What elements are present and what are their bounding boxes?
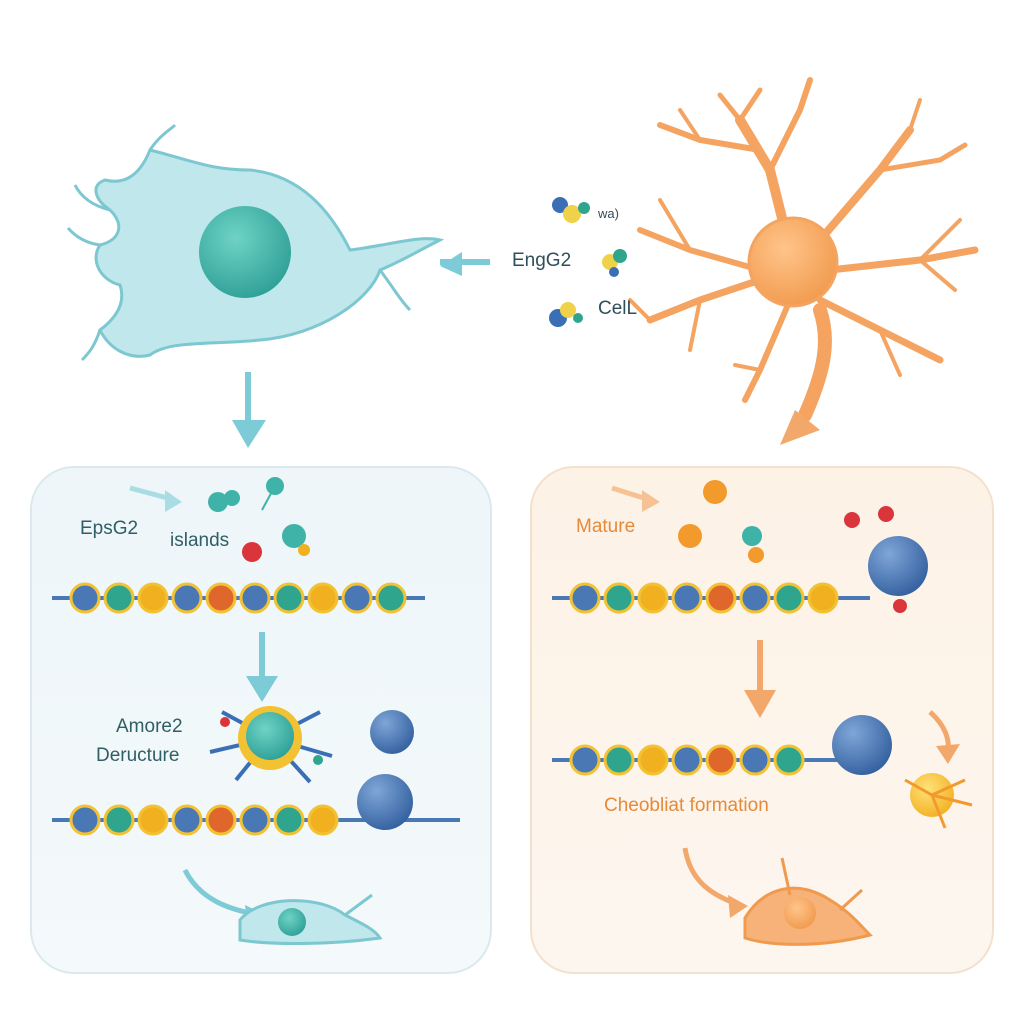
neuron-soma bbox=[747, 216, 839, 308]
right-small-molecules bbox=[678, 480, 907, 613]
left-result-cell bbox=[238, 893, 383, 946]
chromatin-strand-right-bottom bbox=[552, 744, 845, 776]
left-small-molecules bbox=[208, 477, 310, 562]
nucleosome-bead bbox=[205, 804, 237, 836]
chromatin-strand-right-top bbox=[552, 582, 870, 614]
label-deructure: Deructure bbox=[96, 745, 180, 766]
right-protein-bound bbox=[832, 715, 892, 775]
label-epsg2: EpsG2 bbox=[80, 518, 139, 539]
right-result-cell bbox=[743, 857, 873, 946]
stem-cell bbox=[66, 123, 445, 362]
nucleosome-bead bbox=[739, 744, 771, 776]
nucleosome-bead bbox=[705, 582, 737, 614]
neuron bbox=[628, 77, 979, 422]
nucleosome-bead bbox=[239, 804, 271, 836]
nucleosome-bead bbox=[103, 582, 135, 614]
left-protein-bound bbox=[357, 774, 413, 830]
nucleosome-bead bbox=[569, 582, 601, 614]
signal-molecules bbox=[549, 197, 627, 327]
label-islands: islands bbox=[170, 530, 230, 551]
top-arrow-head bbox=[440, 252, 462, 276]
nucleosome-bead bbox=[273, 582, 305, 614]
nucleosome-bead bbox=[739, 582, 771, 614]
nucleosome-bead bbox=[307, 804, 339, 836]
nucleosome-bead bbox=[773, 582, 805, 614]
nucleosome-bead bbox=[603, 582, 635, 614]
label-top-gene: EngG2 bbox=[512, 250, 572, 271]
nucleosome-bead bbox=[671, 582, 703, 614]
nucleosome-bead bbox=[637, 582, 669, 614]
label-top-tiny: wa) bbox=[598, 206, 619, 221]
nucleosome-bead bbox=[69, 582, 101, 614]
nucleosome-bead bbox=[205, 582, 237, 614]
nucleosome-bead bbox=[705, 744, 737, 776]
nucleosome-bead bbox=[773, 744, 805, 776]
nucleosome-bead bbox=[375, 582, 407, 614]
nucleosome-bead bbox=[603, 744, 635, 776]
label-cheobliat-formation: Cheobliat formation bbox=[604, 795, 769, 816]
label-mature: Mature bbox=[576, 516, 636, 537]
nucleosome-bead bbox=[341, 582, 373, 614]
right-yellow-complex bbox=[904, 773, 973, 829]
nucleosome-bead bbox=[171, 582, 203, 614]
nucleosome-bead bbox=[69, 804, 101, 836]
nucleosome-bead bbox=[137, 804, 169, 836]
nucleosome-bead bbox=[671, 744, 703, 776]
nucleosome-bead bbox=[103, 804, 135, 836]
left-down-arrow-head bbox=[232, 420, 266, 448]
nucleosome-bead bbox=[807, 582, 839, 614]
nucleosome-bead bbox=[273, 804, 305, 836]
remodeling-complex bbox=[209, 706, 333, 784]
right-bottom-arrow bbox=[682, 847, 741, 908]
nucleosome-bead bbox=[239, 582, 271, 614]
stem-nucleus bbox=[199, 206, 291, 298]
nucleosome-bead bbox=[171, 804, 203, 836]
left-protein-floating bbox=[370, 710, 414, 754]
nucleosome-bead bbox=[637, 744, 669, 776]
nucleosome-bead bbox=[307, 582, 339, 614]
label-amore2: Amore2 bbox=[116, 716, 183, 737]
right-protein-top bbox=[868, 536, 928, 596]
neuron-down-arrow bbox=[780, 410, 820, 445]
label-top-cell: CelL bbox=[598, 298, 638, 319]
nucleosome-bead bbox=[137, 582, 169, 614]
nucleosome-bead bbox=[569, 744, 601, 776]
chromatin-strand-left-bottom bbox=[52, 804, 460, 836]
chromatin-strand-left-top bbox=[52, 582, 425, 614]
